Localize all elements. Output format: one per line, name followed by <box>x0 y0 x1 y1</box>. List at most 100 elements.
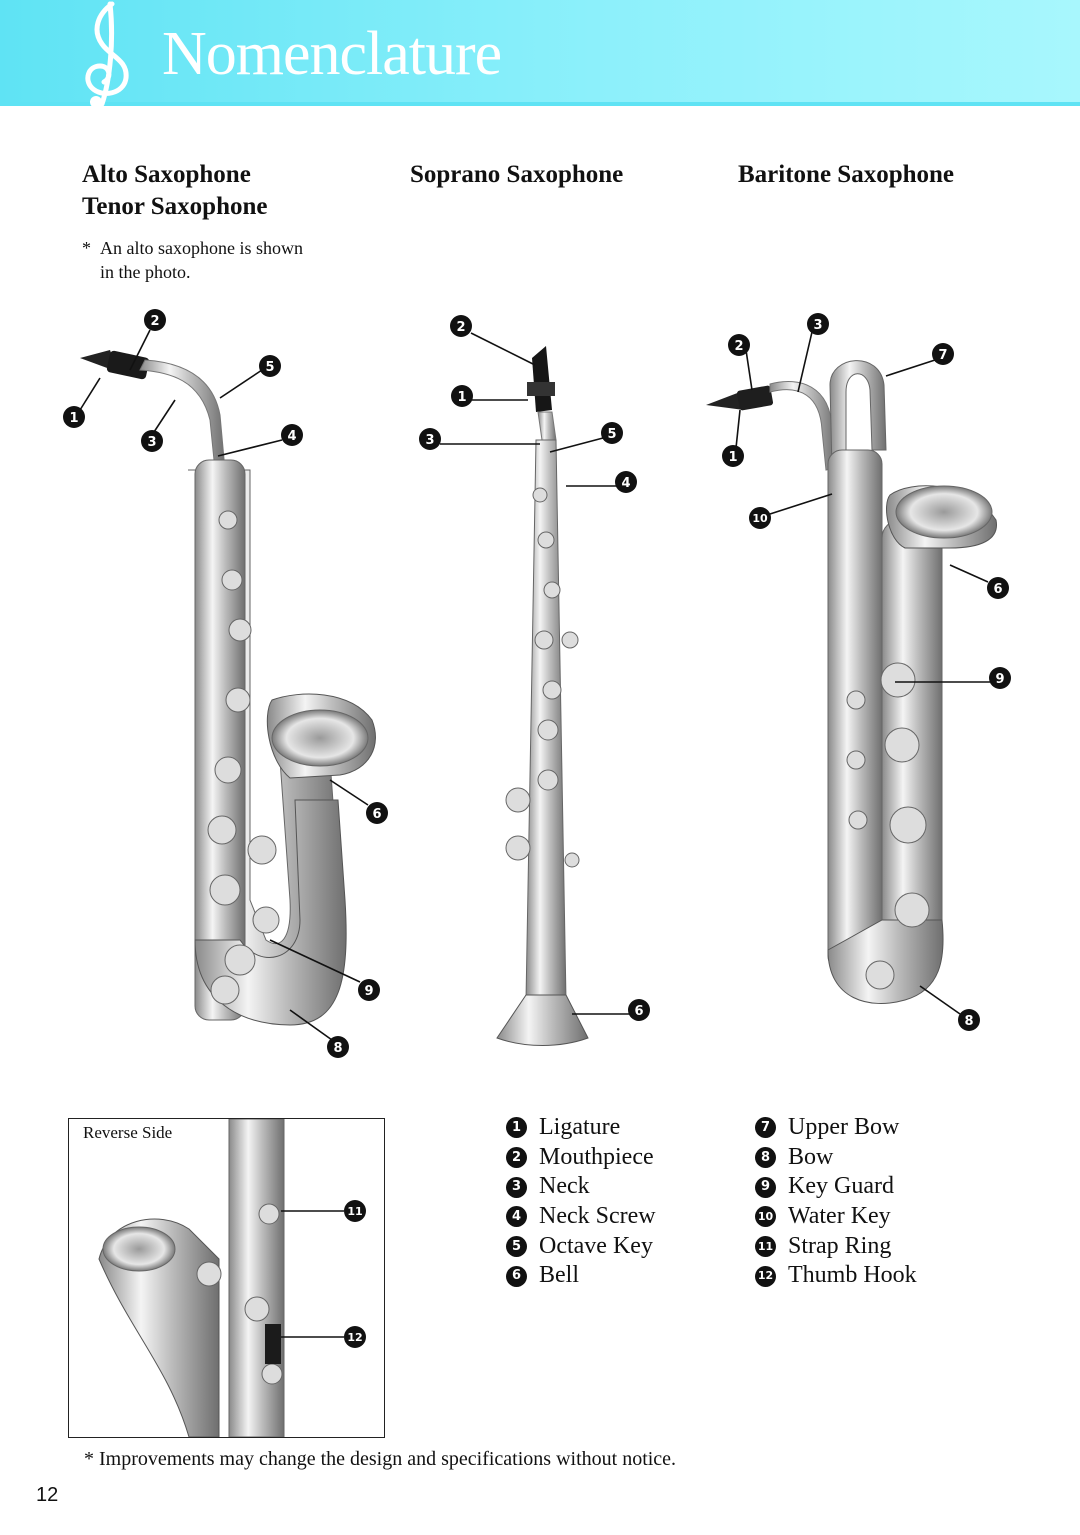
svg-text:9: 9 <box>995 672 1004 687</box>
heading-alto: Alto Saxophone <box>82 161 251 188</box>
heading-tenor: Tenor Saxophone <box>82 193 268 220</box>
svg-text:1: 1 <box>69 411 78 426</box>
svg-text:4: 4 <box>621 476 630 491</box>
legend-label: Key Guard <box>788 1173 894 1200</box>
baritone-saxophone <box>706 360 997 1004</box>
legend-number: 6 <box>506 1265 527 1287</box>
svg-text:7: 7 <box>938 348 947 363</box>
banner-rule <box>0 102 1080 106</box>
legend-item: 7 Upper Bow <box>755 1113 917 1143</box>
svg-text:3: 3 <box>425 433 434 448</box>
legend-number: 7 <box>755 1117 776 1139</box>
callout-baritone-1: 1 <box>722 445 744 467</box>
legend-number: 10 <box>755 1206 776 1228</box>
callout-numbers: 2 1 3 5 4 6 9 8 2 1 3 5 4 6 3 2 7 1 10 6… <box>63 309 1011 1058</box>
legend-item: 12 Thumb Hook <box>755 1261 917 1291</box>
callout-baritone-7: 7 <box>932 343 954 365</box>
legend-label: Neck Screw <box>539 1203 656 1230</box>
callout-alto-8: 8 <box>327 1036 349 1058</box>
svg-text:3: 3 <box>813 318 822 333</box>
svg-text:8: 8 <box>333 1041 342 1056</box>
legend-item: 6 Bell <box>506 1261 656 1291</box>
callout-alto-9: 9 <box>358 979 380 1001</box>
svg-text:2: 2 <box>150 314 159 329</box>
title-banner <box>0 0 1080 102</box>
callout-soprano-5: 5 <box>601 422 623 444</box>
svg-text:2: 2 <box>456 320 465 335</box>
alto-note: * An alto saxophone is shown in the phot… <box>82 236 312 284</box>
legend-item: 11 Strap Ring <box>755 1232 917 1262</box>
callout-soprano-2: 2 <box>450 315 472 337</box>
legend-item: 2 Mouthpiece <box>506 1143 656 1173</box>
legend-item: 3 Neck <box>506 1172 656 1202</box>
callout-soprano-6: 6 <box>628 999 650 1021</box>
page-title: Nomenclature <box>162 20 502 88</box>
svg-text:12: 12 <box>347 1331 362 1344</box>
legend-number: 8 <box>755 1147 776 1169</box>
callout-baritone-10: 10 <box>749 507 771 529</box>
callout-baritone-9: 9 <box>989 667 1011 689</box>
callout-strap-ring: 11 <box>344 1200 366 1222</box>
legend-item: 10 Water Key <box>755 1202 917 1232</box>
page-number: 12 <box>36 1484 59 1506</box>
svg-text:5: 5 <box>265 360 274 375</box>
callout-soprano-1: 1 <box>451 385 473 407</box>
legend-label: Upper Bow <box>788 1114 900 1140</box>
legend-label: Thumb Hook <box>788 1262 917 1289</box>
svg-text:11: 11 <box>347 1205 362 1218</box>
heading-soprano: Soprano Saxophone <box>410 161 624 188</box>
legend-label: Ligature <box>539 1114 621 1140</box>
callout-alto-5: 5 <box>259 355 281 377</box>
inset-label: Reverse Side <box>83 1123 173 1142</box>
svg-text:6: 6 <box>993 582 1002 597</box>
callout-baritone-3: 3 <box>807 313 829 335</box>
legend-number: 5 <box>506 1236 527 1258</box>
svg-text:6: 6 <box>372 807 381 822</box>
callout-alto-4: 4 <box>281 424 303 446</box>
legend-item: 9 Key Guard <box>755 1172 917 1202</box>
legend-label: Bell <box>539 1262 579 1289</box>
legend-label: Mouthpiece <box>539 1143 654 1170</box>
alto-saxophone <box>80 350 376 1026</box>
callout-alto-2: 2 <box>144 309 166 331</box>
note-text: An alto saxophone is shown in the photo. <box>100 238 303 282</box>
legend-number: 11 <box>755 1236 776 1258</box>
callout-soprano-3: 3 <box>419 428 441 450</box>
svg-text:5: 5 <box>607 427 616 442</box>
svg-text:4: 4 <box>287 429 296 444</box>
legend-number: 9 <box>755 1176 776 1198</box>
svg-text:6: 6 <box>634 1004 643 1019</box>
treble-clef-icon <box>85 1 129 108</box>
svg-text:8: 8 <box>964 1014 973 1029</box>
legend-label: Neck <box>539 1173 590 1200</box>
callout-baritone-8: 8 <box>958 1009 980 1031</box>
svg-text:2: 2 <box>734 339 743 354</box>
callout-alto-6: 6 <box>366 802 388 824</box>
legend-number: 2 <box>506 1147 527 1169</box>
callout-alto-3: 3 <box>141 430 163 452</box>
svg-text:10: 10 <box>752 512 768 525</box>
heading-baritone: Baritone Saxophone <box>738 161 955 188</box>
legend-label: Octave Key <box>539 1232 653 1259</box>
legend-label: Water Key <box>788 1203 891 1230</box>
legend-number: 1 <box>506 1117 527 1139</box>
reverse-side-illustration: 11 12 <box>98 1119 366 1437</box>
svg-text:3: 3 <box>147 435 156 450</box>
footer-note: * Improvements may change the design and… <box>84 1448 677 1470</box>
svg-text:9: 9 <box>364 984 373 999</box>
callout-thumb-hook: 12 <box>344 1326 366 1348</box>
note-star: * <box>82 238 91 258</box>
svg-text:1: 1 <box>728 450 737 465</box>
callout-soprano-4: 4 <box>615 471 637 493</box>
legend-item: 1 Ligature <box>506 1113 656 1143</box>
legend-number: 3 <box>506 1176 527 1198</box>
svg-text:1: 1 <box>457 390 466 405</box>
legend-item: 5 Octave Key <box>506 1232 656 1262</box>
callout-lines <box>79 329 990 1041</box>
legend-number: 12 <box>755 1265 776 1287</box>
legend-label: Bow <box>788 1143 834 1170</box>
legend-label: Strap Ring <box>788 1232 892 1259</box>
